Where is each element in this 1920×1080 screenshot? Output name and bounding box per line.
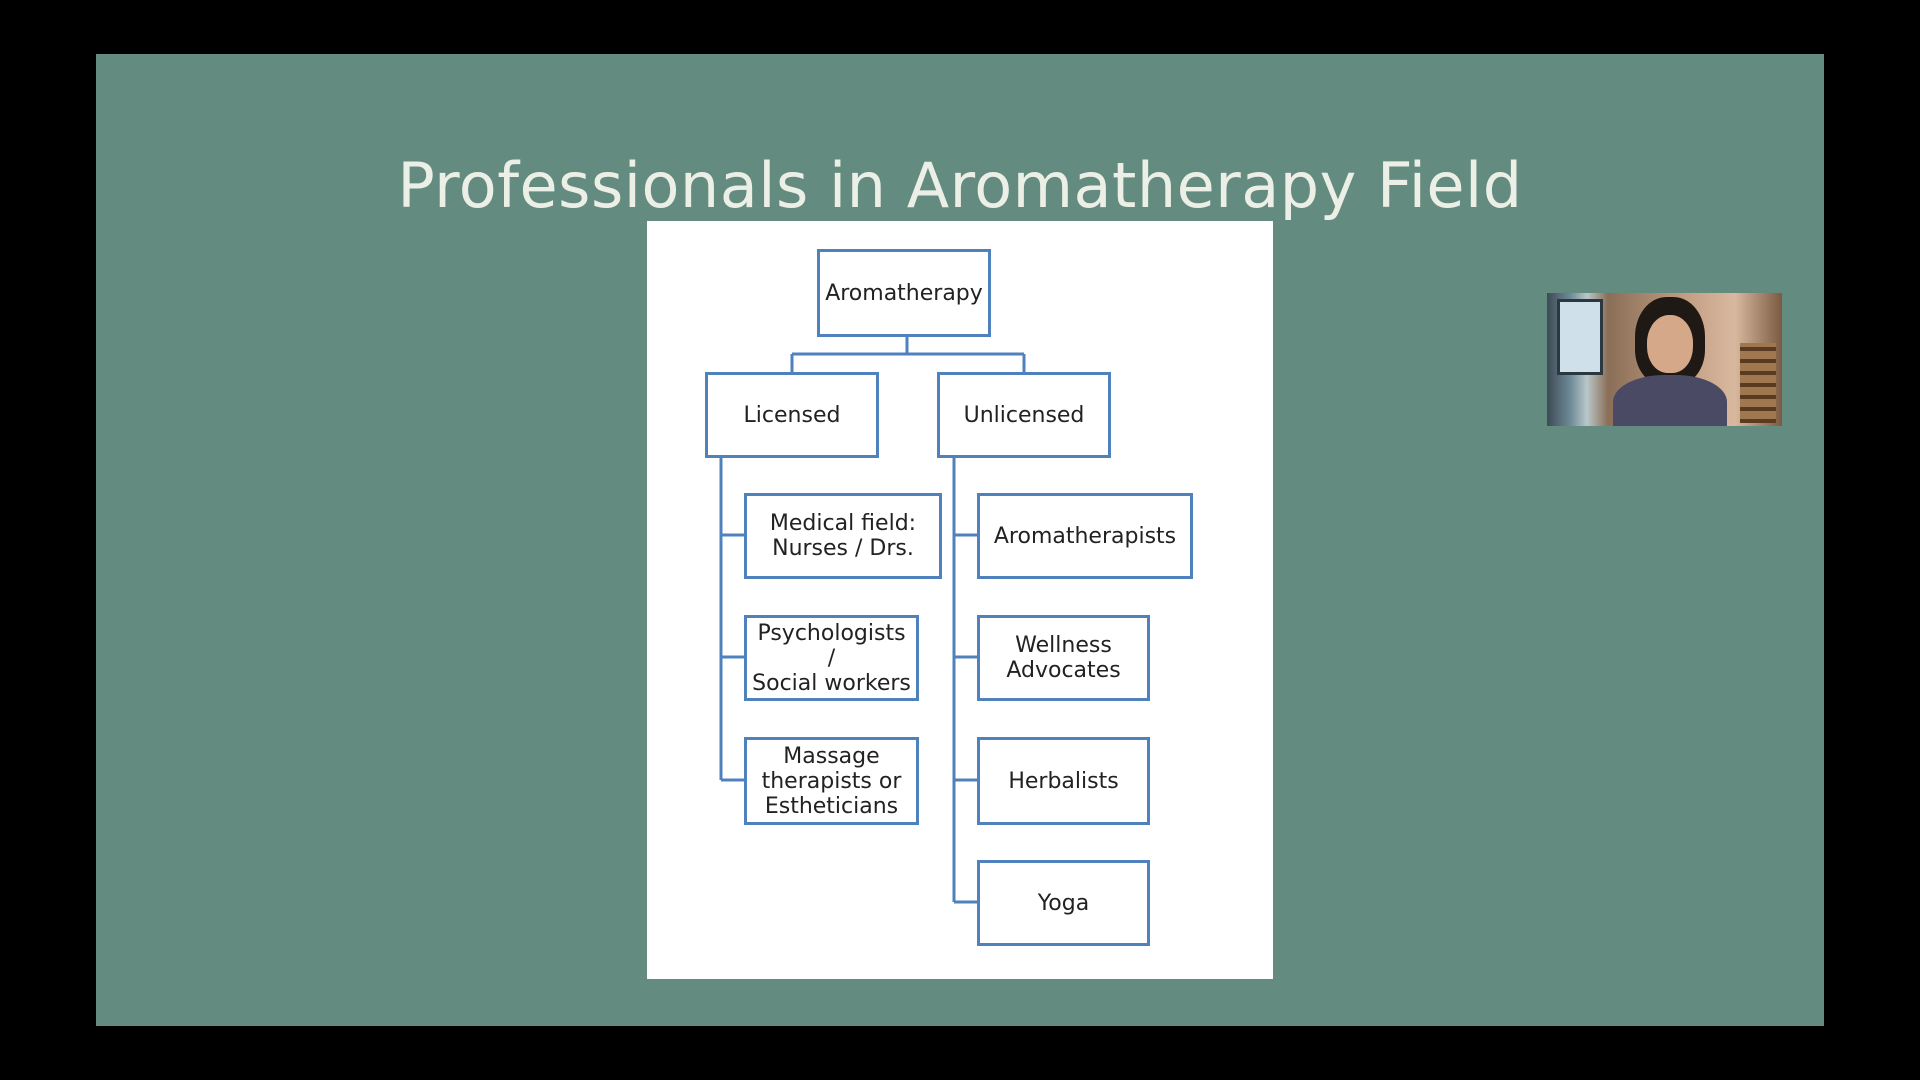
presentation-slide: Professionals in Aromatherapy Field (96, 54, 1824, 1026)
node-unlicensed-item: Wellness Advocates (977, 615, 1150, 701)
webcam-presenter-face (1647, 315, 1693, 373)
node-licensed-item: Psychologists / Social workers (744, 615, 919, 701)
webcam-presenter-body (1613, 375, 1727, 426)
node-licensed-item: Medical field: Nurses / Drs. (744, 493, 942, 579)
webcam-bookshelf (1740, 343, 1776, 423)
node-licensed-item: Massage therapists or Estheticians (744, 737, 919, 825)
slide-title: Professionals in Aromatherapy Field (397, 149, 1523, 222)
node-unlicensed-item: Yoga (977, 860, 1150, 946)
webcam-video-thumbnail[interactable] (1547, 293, 1782, 426)
connector-lines (719, 337, 1026, 904)
webcam-window (1557, 299, 1603, 375)
node-unlicensed-item: Herbalists (977, 737, 1150, 825)
node-licensed: Licensed (705, 372, 879, 458)
node-unlicensed-item: Aromatherapists (977, 493, 1193, 579)
node-root: Aromatherapy (817, 249, 991, 337)
org-chart-diagram: Aromatherapy Licensed Unlicensed Medical… (647, 221, 1273, 979)
node-unlicensed: Unlicensed (937, 372, 1111, 458)
